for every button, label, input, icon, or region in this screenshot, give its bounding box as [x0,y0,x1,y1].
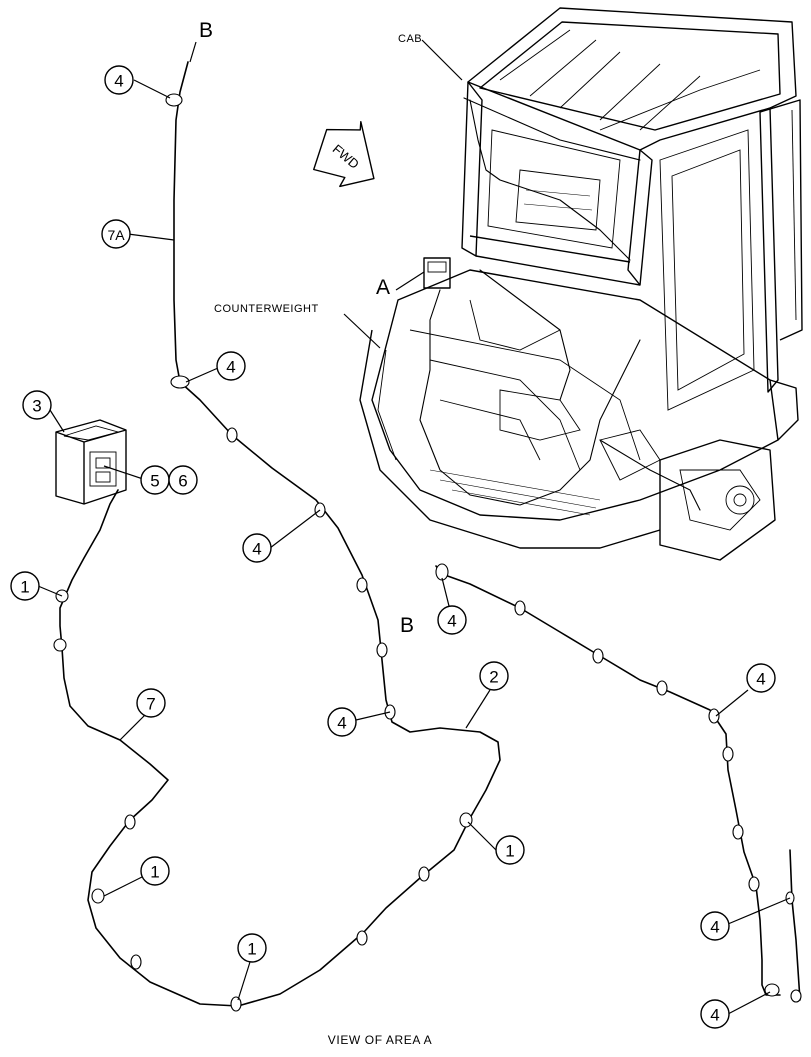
clip [592,648,604,664]
svg-text:1: 1 [150,863,159,882]
callout-1: 1 [10,571,40,601]
svg-text:7: 7 [146,695,155,714]
view-b-top-label: B [199,19,213,42]
svg-text:1: 1 [505,842,514,861]
svg-text:4: 4 [337,714,346,733]
svg-text:4: 4 [114,72,123,91]
svg-text:1: 1 [20,578,29,597]
fwd-label: FWD [330,141,362,172]
callout-4: 4 [104,65,134,95]
clip [656,680,668,696]
callout-4: 4 [746,663,776,693]
svg-text:4: 4 [226,358,235,377]
callout-4: 4 [437,605,467,635]
harness-end-vertical [789,849,801,1001]
view-caption: VIEW OF AREA A [328,1033,432,1047]
fwd-arrow: FWD [313,121,375,188]
clip [514,600,526,616]
callout-1: 1 [495,835,525,865]
callout-4: 4 [327,707,357,737]
counterweight-label: COUNTERWEIGHT [214,303,319,315]
callout-3: 3 [22,390,52,420]
callout-6: 6 [168,465,198,495]
clip [790,989,802,1003]
clip [91,888,105,904]
clip [230,996,242,1012]
svg-text:3: 3 [32,397,41,416]
callout-7: 7 [136,688,166,718]
clip [376,642,388,658]
view-b-mid-label: B [400,614,414,637]
clip [165,93,183,107]
cab-illustration [359,7,803,561]
control-box [55,419,127,505]
svg-text:4: 4 [710,918,719,937]
callout-4: 4 [242,533,272,563]
harness-wires [59,61,801,1007]
callout-7a: 7A [101,219,131,249]
clip [124,814,136,830]
svg-text:6: 6 [178,472,187,491]
callouts: 4 7A 4 3 5 6 4 1 [10,65,776,1029]
clip [356,577,368,593]
svg-text:2: 2 [489,668,498,687]
svg-text:4: 4 [447,612,456,631]
svg-text:5: 5 [150,472,159,491]
svg-text:7A: 7A [107,227,125,243]
clip [435,563,449,581]
clip [732,824,744,840]
callout-5: 5 [140,465,170,495]
clip [764,983,780,997]
clip [356,930,368,946]
clip [722,746,734,762]
callout-4: 4 [700,999,730,1029]
harness-7a-upper [173,61,189,383]
svg-text:4: 4 [252,540,261,559]
clip [708,708,720,724]
clip [748,876,760,892]
svg-text:4: 4 [756,670,765,689]
clip [53,638,67,652]
callout-1: 1 [140,856,170,886]
callout-4: 4 [216,351,246,381]
svg-text:1: 1 [247,940,256,959]
callout-1: 1 [237,933,267,963]
clip [418,866,430,882]
view-a-label: A [376,276,390,299]
svg-text:4: 4 [710,1006,719,1025]
clip [170,375,190,389]
callout-2: 2 [479,661,509,691]
leader-lines [37,39,791,1015]
cab-label: CAB [398,33,422,45]
clip [130,954,142,970]
clip [226,427,238,443]
labels: CAB COUNTERWEIGHT A B B VIEW OF AREA A [199,19,432,1047]
callout-4: 4 [700,911,730,941]
